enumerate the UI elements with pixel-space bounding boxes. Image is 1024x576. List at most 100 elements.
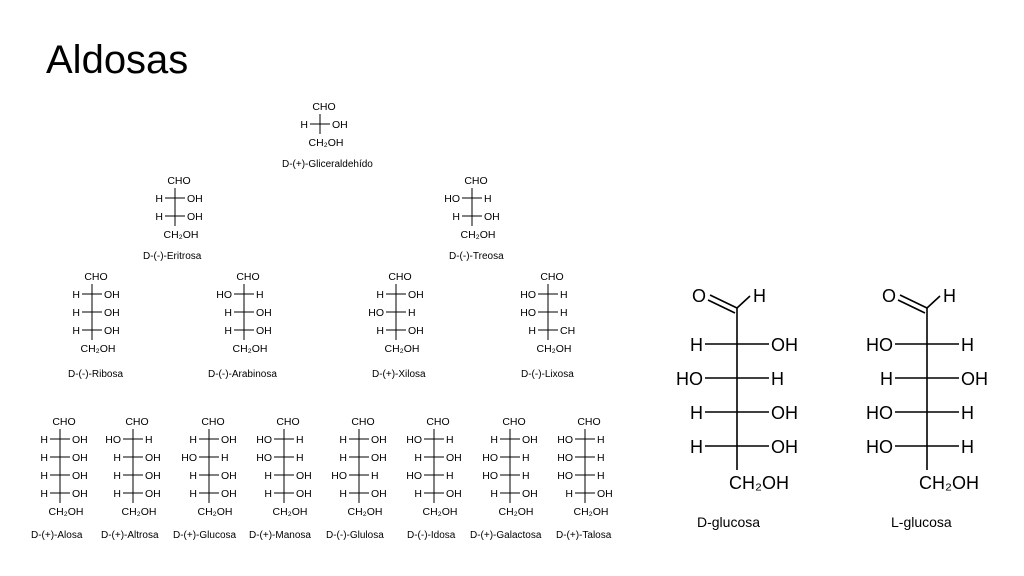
- left-substituent: H: [264, 470, 272, 482]
- left-substituent: HO: [444, 193, 460, 205]
- right-substituent: CH: [560, 325, 575, 337]
- left-substituent: H: [490, 488, 498, 500]
- right-substituent: H: [961, 335, 974, 355]
- top-group-label: CHO: [464, 175, 487, 187]
- left-substituent: HO: [520, 307, 536, 319]
- top-group-label: CHO: [167, 175, 190, 187]
- left-substituent: HO: [866, 437, 893, 457]
- left-substituent: H: [72, 307, 80, 319]
- top-group-label: CHO: [426, 416, 449, 428]
- bottom-group-label: CH₂OH: [198, 506, 233, 518]
- right-substituent: H: [296, 452, 304, 464]
- left-substituent: H: [224, 307, 232, 319]
- right-substituent: H: [961, 437, 974, 457]
- sugar-name-hexose-5: D-(-)-Idosa: [407, 530, 456, 541]
- aldehyde-hydrogen-label: H: [753, 286, 766, 306]
- left-substituent: HO: [216, 289, 232, 301]
- sugar-name-tetrose-0: D-(-)-Eritrosa: [143, 251, 202, 262]
- left-substituent: HO: [866, 403, 893, 423]
- right-substituent: OH: [371, 452, 387, 464]
- sugar-name-pentose-2: D-(+)-Xilosa: [372, 369, 426, 380]
- left-substituent: HO: [331, 470, 347, 482]
- right-substituent: H: [597, 434, 605, 446]
- left-substituent: H: [376, 325, 384, 337]
- top-group-label: CHO: [312, 101, 335, 113]
- right-substituent: H: [296, 434, 304, 446]
- sugar-name-hexose-3: D-(+)-Manosa: [249, 530, 311, 541]
- right-substituent: OH: [371, 434, 387, 446]
- left-substituent: H: [300, 119, 308, 131]
- left-substituent: HO: [256, 452, 272, 464]
- left-substituent: H: [528, 325, 536, 337]
- carbonyl-oxygen-label: O: [692, 286, 706, 306]
- right-substituent: H: [560, 307, 568, 319]
- right-substituent: H: [522, 452, 530, 464]
- right-substituent: OH: [256, 307, 272, 319]
- right-substituent: OH: [104, 307, 120, 319]
- left-substituent: H: [113, 488, 121, 500]
- right-substituent: OH: [104, 325, 120, 337]
- left-substituent: H: [690, 437, 703, 457]
- bottom-group-label: CH₂OH: [423, 506, 458, 518]
- left-substituent: HO: [105, 434, 121, 446]
- carbonyl-oxygen-label: O: [882, 286, 896, 306]
- right-substituent: H: [597, 470, 605, 482]
- left-substituent: HO: [406, 470, 422, 482]
- right-substituent: OH: [771, 437, 798, 457]
- right-substituent: OH: [187, 211, 203, 223]
- sugar-name-pentose-3: D-(-)-Lixosa: [521, 369, 574, 380]
- right-substituent: OH: [408, 289, 424, 301]
- left-substituent: HO: [256, 434, 272, 446]
- top-group-label: CHO: [276, 416, 299, 428]
- top-group-label: CHO: [577, 416, 600, 428]
- caption-d-glucosa: D-glucosa: [697, 514, 761, 530]
- left-substituent: H: [490, 434, 498, 446]
- left-substituent: H: [376, 289, 384, 301]
- right-substituent: OH: [408, 325, 424, 337]
- sugar-name-hexose-7: D-(+)-Talosa: [556, 530, 612, 541]
- right-substituent: OH: [72, 452, 88, 464]
- top-group-label: CHO: [540, 271, 563, 283]
- right-substituent: OH: [597, 488, 613, 500]
- right-substituent: OH: [145, 470, 161, 482]
- top-group-label: CHO: [388, 271, 411, 283]
- left-substituent: H: [189, 488, 197, 500]
- sugar-name-hexose-2: D-(+)-Glucosa: [173, 530, 237, 541]
- sugar-name-hexose-4: D-(-)-Glulosa: [326, 530, 384, 541]
- left-substituent: H: [189, 470, 197, 482]
- right-substituent: H: [446, 470, 454, 482]
- left-substituent: H: [414, 488, 422, 500]
- right-substituent: OH: [961, 369, 988, 389]
- bottom-group-label: CH₂OH: [574, 506, 609, 518]
- right-substituent: OH: [446, 452, 462, 464]
- right-substituent: H: [771, 369, 784, 389]
- caption-l-glucosa: L-glucosa: [891, 514, 952, 530]
- right-substituent: OH: [371, 488, 387, 500]
- left-substituent: H: [155, 193, 163, 205]
- top-group-label: CHO: [351, 416, 374, 428]
- bottom-group-label: CH₂OH: [385, 343, 420, 355]
- left-substituent: HO: [482, 452, 498, 464]
- top-group-label: CHO: [201, 416, 224, 428]
- bottom-group-label: CH₂OH: [348, 506, 383, 518]
- right-substituent: OH: [522, 488, 538, 500]
- bottom-group-label: CH₂OH: [273, 506, 308, 518]
- right-substituent: H: [371, 470, 379, 482]
- left-substituent: H: [40, 470, 48, 482]
- right-substituent: H: [961, 403, 974, 423]
- slide-title: Aldosas: [46, 38, 189, 82]
- left-substituent: H: [690, 403, 703, 423]
- left-substituent: H: [452, 211, 460, 223]
- right-substituent: OH: [221, 488, 237, 500]
- left-substituent: H: [72, 325, 80, 337]
